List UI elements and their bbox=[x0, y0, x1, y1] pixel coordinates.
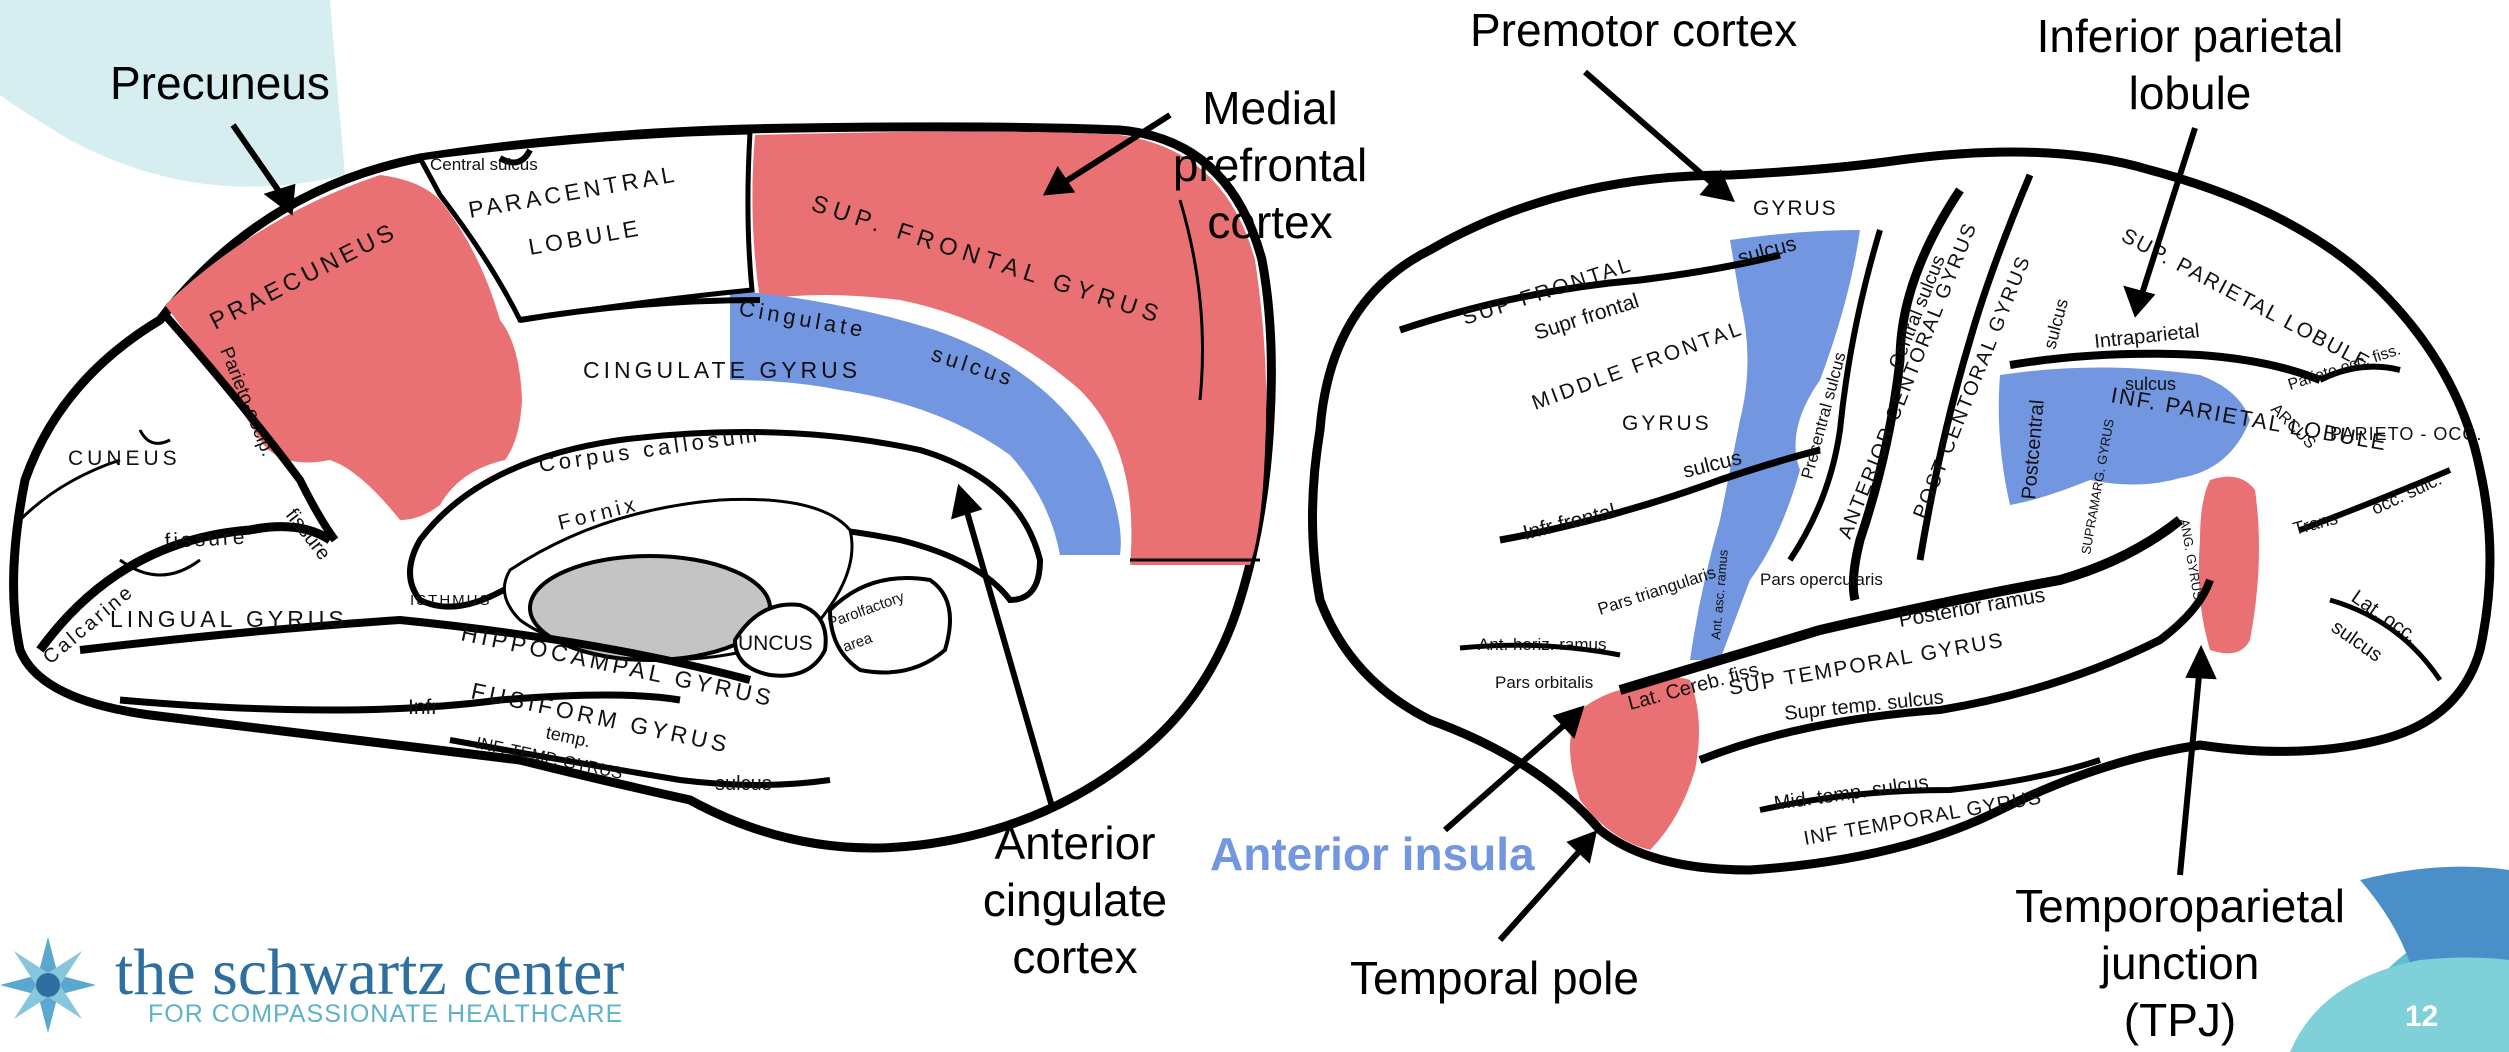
callout-precuneus: Precuneus bbox=[110, 55, 330, 112]
label-calcarine-fissure: fissure bbox=[164, 526, 248, 553]
callout-anterior-insula: Anterior insula bbox=[1210, 826, 1535, 883]
label-uncus: UNCUS bbox=[738, 632, 813, 655]
brand-tagline: FOR COMPASSIONATE HEALTHCARE bbox=[148, 1000, 623, 1029]
label-sulcus-ip: sulcus bbox=[2125, 374, 2176, 394]
page-number: 12 bbox=[2405, 1000, 2438, 1034]
label-lingual-gyrus: LINGUAL GYRUS bbox=[110, 606, 348, 632]
label-gyrus-top: GYRUS bbox=[1753, 197, 1838, 220]
callout-medial-prefrontal: Medial prefrontal cortex bbox=[1160, 80, 1380, 251]
label-gyrus-mid: GYRUS bbox=[1622, 412, 1712, 435]
tpj-region bbox=[2199, 477, 2259, 654]
label-cuneus: CUNEUS bbox=[68, 447, 181, 470]
label-pars-opercularis: Pars opercularis bbox=[1760, 570, 1883, 589]
label-infr: Infr bbox=[408, 696, 438, 719]
label-medial-sulcus: sulcus bbox=[715, 773, 772, 795]
callout-inferior-parietal: Inferior parietal lobule bbox=[2015, 8, 2365, 122]
lateral-brain bbox=[1313, 152, 2491, 870]
callout-anterior-cingulate: Anterior cingulate cortex bbox=[965, 815, 1185, 986]
arrow-premotor bbox=[1585, 72, 1720, 190]
lateral-brain-outline bbox=[1313, 152, 2491, 870]
callout-premotor: Premotor cortex bbox=[1470, 2, 1797, 59]
label-cingulate-gyrus: CINGULATE GYRUS bbox=[583, 357, 861, 383]
arrowhead-precuneus bbox=[270, 188, 292, 210]
callout-tpj: Temporoparietal junction (TPJ) bbox=[1990, 878, 2370, 1049]
schwartz-logo-icon bbox=[0, 937, 96, 1033]
label-parieto-occ: PARIETO - OCC. bbox=[2330, 424, 2482, 444]
label-central: Central sulcus bbox=[430, 155, 538, 174]
label-isthmus: ISTHMUS bbox=[410, 592, 492, 609]
callout-temporal-pole: Temporal pole bbox=[1350, 950, 1639, 1007]
label-ant-horiz-ramus: Ant. horiz. ramus bbox=[1478, 635, 1607, 654]
label-pars-orbitalis: Pars orbitalis bbox=[1495, 673, 1593, 692]
